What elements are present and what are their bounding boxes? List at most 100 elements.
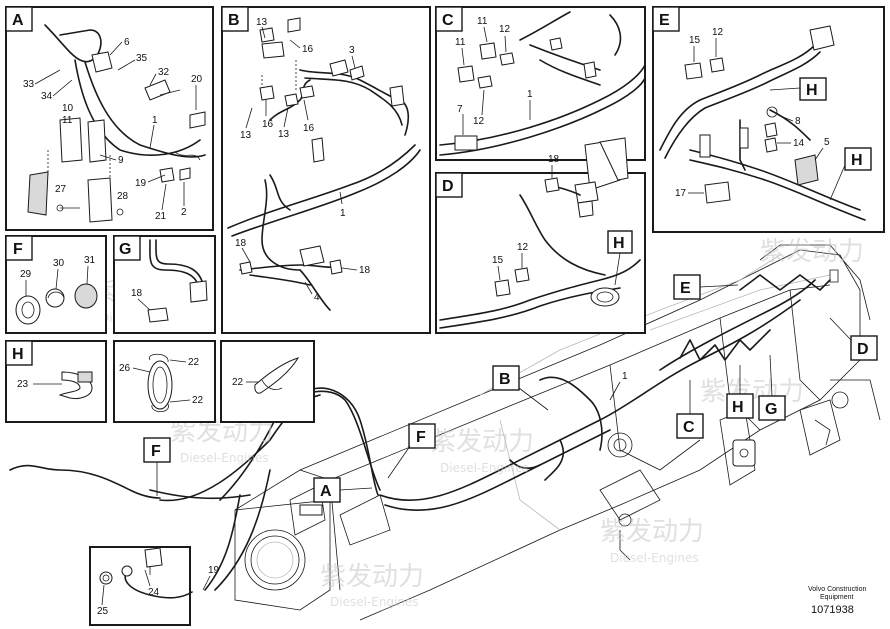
a-num-1: 1 <box>152 115 158 126</box>
d-num-12: 12 <box>517 242 529 253</box>
d-callout-h: H <box>613 235 625 252</box>
machine-overview: 1 <box>9 244 881 621</box>
b-num-16b: 16 <box>262 119 274 130</box>
b-num-13c: 13 <box>278 129 290 140</box>
panel-c: C 11 12 11 1 7 12 <box>435 6 646 161</box>
a-num-10: 10 <box>62 103 74 114</box>
c-num-11b: 11 <box>455 37 466 48</box>
detail-num-24: 24 <box>148 587 160 598</box>
b-num-4: 4 <box>314 292 320 303</box>
d-num-15: 15 <box>492 255 504 266</box>
panel-d-label: D <box>442 178 454 195</box>
panel-b: B 13 16 3 13 16 <box>221 6 431 334</box>
watermark-sub-6: Diesel-Engines <box>440 461 529 475</box>
e-num-12: 12 <box>712 27 724 38</box>
b-num-18b: 18 <box>359 265 371 276</box>
b-num-3: 3 <box>349 45 355 56</box>
a-num-27: 27 <box>55 184 67 195</box>
a-num-35: 35 <box>136 53 148 64</box>
e-num-5: 5 <box>824 137 830 148</box>
a-num-28: 28 <box>117 191 129 202</box>
b-num-1: 1 <box>340 208 346 219</box>
callout-b: B <box>499 371 511 388</box>
footer-company: Volvo Construction <box>808 586 866 593</box>
e-callout-h1: H <box>806 82 818 99</box>
overview-num-1: 1 <box>622 371 628 382</box>
panel-h3: 22 <box>220 340 315 423</box>
e-callout-h2: H <box>851 152 863 169</box>
watermark-brand-8: 紫发动力 <box>320 562 424 592</box>
callout-d: D <box>857 341 869 358</box>
e-num-17: 17 <box>675 188 687 199</box>
panel-h-label: H <box>12 346 24 363</box>
e-num-14: 14 <box>793 138 805 149</box>
a-num-34: 34 <box>41 91 53 102</box>
f-num-30: 30 <box>53 258 65 269</box>
panel-h2: 26 22 22 <box>113 340 216 423</box>
panel-d: D H 18 12 15 <box>435 137 646 334</box>
e-num-8: 8 <box>795 116 801 127</box>
a-num-21: 21 <box>155 211 167 222</box>
callout-f-left: F <box>151 443 161 460</box>
panel-c-label: C <box>442 12 454 29</box>
overview-callouts: B F A E D C H G F <box>143 274 878 503</box>
b-num-13a: 13 <box>256 17 268 28</box>
callout-c: C <box>683 419 695 436</box>
g-num-18: 18 <box>131 288 143 299</box>
footer: Volvo Construction Equipment 1071938 <box>808 586 866 616</box>
panel-g: G 18 <box>113 235 216 334</box>
c-num-12b: 12 <box>473 116 485 127</box>
callout-h: H <box>732 399 744 416</box>
watermark-sub-5: Diesel-Engines <box>180 451 269 465</box>
d-num-18: 18 <box>548 154 560 165</box>
c-num-11a: 11 <box>477 16 488 27</box>
panel-detail: 19 24 25 <box>89 546 220 626</box>
a-num-20: 20 <box>191 74 203 85</box>
watermark-sub-8: Diesel-Engines <box>330 595 419 609</box>
watermark-brand-7: 紫发动力 <box>600 517 704 547</box>
a-num-19: 19 <box>135 178 147 189</box>
h2-num-22b: 22 <box>192 395 204 406</box>
detail-num-19: 19 <box>208 565 220 576</box>
a-num-11: 11 <box>62 115 73 126</box>
panel-f-label: F <box>13 241 23 258</box>
f-num-29: 29 <box>20 269 32 280</box>
b-num-13b: 13 <box>240 130 252 141</box>
c-num-7: 7 <box>457 104 463 115</box>
callout-f-mid: F <box>416 429 426 446</box>
footer-code: 1071938 <box>811 604 854 616</box>
panel-a: A 6 35 32 33 34 20 10 11 1 <box>5 6 214 231</box>
panel-g-label: G <box>119 241 131 258</box>
panel-h: H 23 <box>5 340 107 423</box>
watermark-brand-9: 紫发动力 <box>760 237 864 267</box>
b-num-16a: 16 <box>302 44 314 55</box>
a-num-9: 9 <box>118 155 124 166</box>
watermark-sub-7: Diesel-Engines <box>610 551 699 565</box>
detail-num-25: 25 <box>97 606 109 617</box>
h2-num-26: 26 <box>119 363 131 374</box>
callout-g: G <box>765 401 777 418</box>
h-num-23: 23 <box>17 379 29 390</box>
c-num-12a: 12 <box>499 24 511 35</box>
panel-e-label: E <box>659 12 670 29</box>
panel-e: E H H 15 12 8 14 5 17 <box>652 6 885 233</box>
footer-company-2: Equipment <box>820 594 854 601</box>
callout-e: E <box>680 280 691 297</box>
h3-num-22: 22 <box>232 377 244 388</box>
panel-b-label: B <box>228 12 240 29</box>
watermark-brand-6: 紫发动力 <box>430 427 534 457</box>
b-num-16c: 16 <box>303 123 315 134</box>
panel-f: F 29 30 31 <box>5 235 107 334</box>
b-num-18a: 18 <box>235 238 247 249</box>
h2-num-22a: 22 <box>188 357 200 368</box>
c-num-1: 1 <box>527 89 533 100</box>
a-num-2: 2 <box>181 207 187 218</box>
e-num-15: 15 <box>689 35 701 46</box>
callout-a: A <box>320 483 332 500</box>
a-num-6: 6 <box>124 37 130 48</box>
f-num-31: 31 <box>84 255 96 266</box>
a-num-32: 32 <box>158 67 170 78</box>
a-num-33: 33 <box>23 79 35 90</box>
panel-a-label: A <box>12 12 24 29</box>
